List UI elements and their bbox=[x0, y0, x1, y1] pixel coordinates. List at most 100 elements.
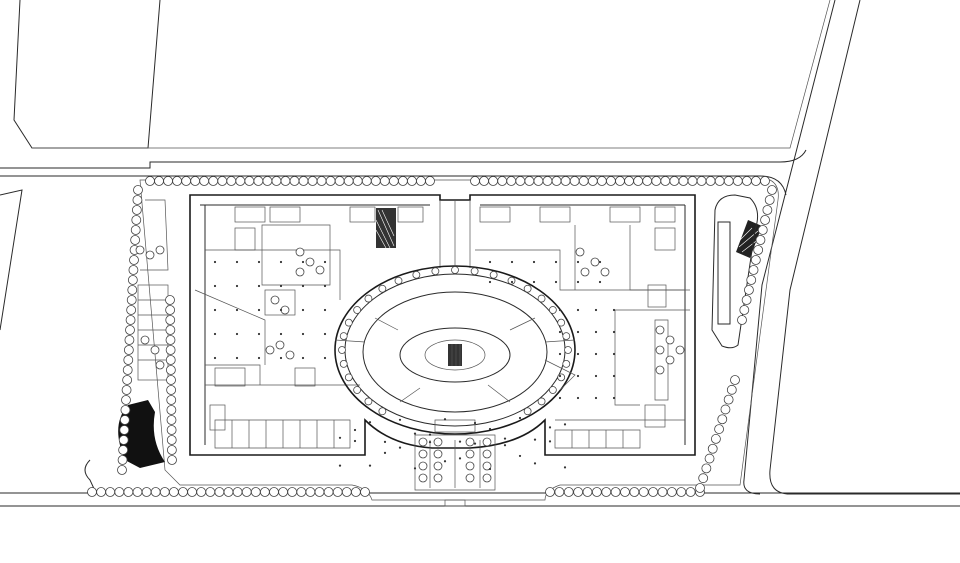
tree bbox=[117, 455, 128, 465]
column-dot bbox=[576, 374, 580, 378]
tree bbox=[642, 176, 653, 186]
column-dot bbox=[594, 352, 598, 356]
tree bbox=[165, 345, 176, 355]
column-dot bbox=[279, 260, 283, 264]
tree bbox=[412, 270, 421, 279]
tree bbox=[723, 176, 734, 186]
column-dot bbox=[213, 332, 217, 336]
tree bbox=[760, 176, 770, 186]
column-dot bbox=[413, 467, 417, 470]
tree bbox=[600, 267, 610, 277]
tree bbox=[655, 345, 665, 355]
tree bbox=[564, 346, 572, 354]
tree bbox=[615, 176, 625, 186]
tree bbox=[711, 434, 721, 444]
tree bbox=[166, 405, 177, 415]
tree bbox=[551, 176, 562, 186]
tree bbox=[269, 487, 279, 497]
column-dot bbox=[235, 260, 239, 264]
column-dot bbox=[576, 330, 580, 334]
tree bbox=[523, 407, 532, 416]
tree bbox=[172, 176, 182, 186]
tree bbox=[748, 265, 759, 275]
tree bbox=[557, 373, 566, 382]
tree bbox=[298, 176, 309, 186]
column-dot bbox=[383, 451, 387, 454]
tree bbox=[610, 487, 621, 497]
tree bbox=[506, 176, 517, 186]
tree bbox=[287, 487, 298, 497]
tree bbox=[701, 463, 712, 474]
tree bbox=[120, 405, 131, 415]
column-dot bbox=[257, 284, 261, 288]
curved-dark-pavilion bbox=[118, 400, 165, 468]
tree bbox=[651, 176, 662, 186]
tree bbox=[620, 487, 630, 497]
tree bbox=[575, 247, 585, 257]
tree bbox=[431, 267, 440, 276]
tree bbox=[433, 473, 443, 483]
tree bbox=[130, 235, 141, 245]
column-dot bbox=[532, 280, 536, 284]
tree bbox=[587, 176, 598, 186]
column-dot bbox=[235, 308, 239, 312]
tree bbox=[178, 487, 188, 497]
column-dot bbox=[279, 308, 283, 312]
tree bbox=[741, 295, 752, 305]
tree bbox=[433, 461, 443, 471]
column-dot bbox=[594, 308, 598, 312]
column-dot bbox=[576, 260, 580, 264]
column-dot bbox=[323, 332, 327, 336]
tree bbox=[580, 267, 590, 277]
tree bbox=[638, 487, 649, 497]
tree bbox=[746, 275, 757, 285]
tree bbox=[181, 176, 192, 186]
tree bbox=[750, 255, 761, 265]
tree bbox=[352, 176, 363, 186]
tree bbox=[165, 295, 175, 305]
tree bbox=[166, 375, 176, 385]
tree bbox=[271, 176, 282, 186]
front-plaza bbox=[414, 434, 496, 507]
tree bbox=[127, 285, 138, 295]
tree bbox=[482, 473, 492, 483]
tree bbox=[131, 205, 142, 215]
column-dot bbox=[488, 260, 492, 264]
tree bbox=[285, 350, 295, 360]
column-dot bbox=[612, 330, 616, 334]
tree bbox=[388, 176, 399, 186]
column-dot bbox=[518, 416, 522, 420]
tree bbox=[465, 449, 475, 459]
tree bbox=[270, 295, 280, 305]
tree bbox=[314, 487, 325, 497]
tree bbox=[573, 487, 584, 497]
tree bbox=[190, 176, 201, 186]
column-dot bbox=[458, 457, 462, 460]
tree bbox=[762, 205, 773, 215]
tree bbox=[730, 375, 740, 385]
tree bbox=[669, 176, 680, 186]
tree bbox=[714, 176, 725, 186]
tree bbox=[307, 176, 318, 186]
column-dot bbox=[213, 284, 217, 288]
tree bbox=[165, 365, 176, 375]
central-atrium bbox=[334, 265, 576, 435]
column-dot bbox=[503, 437, 507, 440]
tree bbox=[361, 176, 372, 186]
tree bbox=[755, 235, 766, 245]
tree bbox=[130, 225, 141, 235]
tree bbox=[125, 325, 135, 335]
tree bbox=[629, 487, 640, 497]
column-dot bbox=[488, 427, 492, 431]
tree bbox=[515, 176, 526, 186]
tree bbox=[398, 176, 408, 186]
column-dot bbox=[576, 280, 580, 284]
tree bbox=[295, 267, 305, 277]
tree bbox=[217, 176, 228, 186]
tree bbox=[278, 487, 289, 497]
tree bbox=[767, 185, 777, 195]
tree bbox=[341, 487, 352, 497]
column-dot bbox=[301, 260, 305, 264]
tree bbox=[250, 487, 261, 497]
